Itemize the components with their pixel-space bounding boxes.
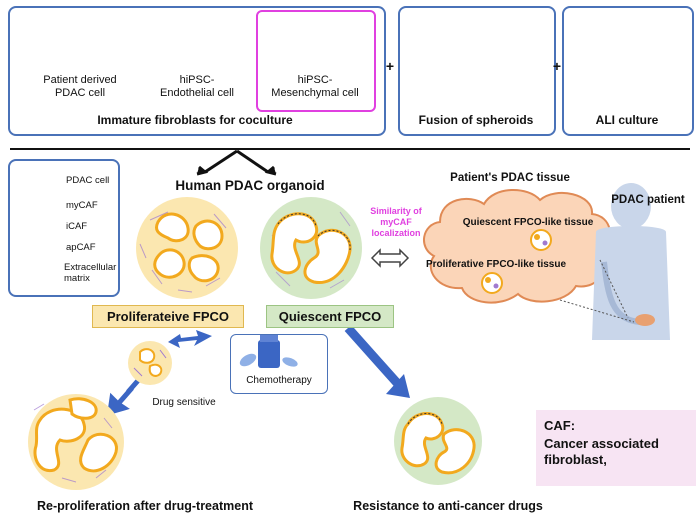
arrow-to-reproliferation (106, 374, 144, 416)
arrow-to-small-organoid (168, 330, 212, 348)
organoid-title: Human PDAC organoid (175, 178, 325, 193)
fusion-box (398, 6, 556, 136)
patient-cell-label: Patient derived PDAC cell (43, 74, 117, 99)
ali-caption: ALI culture (595, 113, 659, 127)
similarity-label: Similarity of myCAF localization (370, 206, 422, 238)
mesenchymal-cell-label: hiPSC- Mesenchymal cell (271, 74, 359, 99)
chemotherapy-icon (239, 334, 298, 368)
tissue-cloud (423, 188, 611, 304)
legend-icaf: iCAF (66, 221, 88, 232)
quiescent-fpco-label: Quiescent FPCO (266, 305, 394, 328)
patient-silhouette (559, 183, 670, 340)
caf-title: CAF: (544, 418, 576, 433)
resistant-organoid (394, 397, 482, 485)
quiescent-tissue-label: Quiescent FPCO-like tissue (462, 217, 594, 228)
patient-label: PDAC patient (611, 194, 685, 206)
resistance-caption: Resistance to anti-cancer drugs (353, 499, 543, 513)
proliferative-tissue-label: Proliferative FPCO-like tissue (425, 259, 567, 270)
plus-sign-2: + (552, 58, 562, 74)
ali-box (562, 6, 694, 136)
proliferative-fpco-label: Proliferateive FPCO (92, 305, 244, 328)
coculture-caption: Immature fibroblasts for coculture (97, 113, 293, 127)
fusion-caption: Fusion of spheroids (418, 113, 534, 127)
small-organoid (128, 341, 172, 385)
coculture-box (8, 6, 386, 136)
caf-definition-box: CAF: Cancer associated fibroblast, (536, 410, 696, 486)
proliferative-organoid (136, 197, 238, 299)
tissue-title: Patient's PDAC tissue (450, 172, 570, 184)
quiescent-organoid (260, 197, 362, 299)
drug-sensitive-label: Drug sensitive (152, 397, 216, 408)
caf-definition: Cancer associated fibroblast, (544, 436, 659, 467)
legend-mycaf: myCAF (66, 200, 98, 211)
mesenchymal-highlight (256, 10, 376, 112)
chemotherapy-label: Chemotherapy (246, 375, 312, 386)
similarity-double-arrow (370, 248, 410, 268)
reproliferated-organoid (28, 394, 124, 490)
chemotherapy-box (230, 334, 328, 394)
reproliferation-caption: Re-proliferation after drug-treatment (37, 499, 253, 513)
legend-apcaf: apCAF (66, 242, 96, 253)
split-arrows (196, 149, 277, 176)
endothelial-cell-label: hiPSC- Endothelial cell (160, 74, 234, 99)
arrow-to-resistance (344, 325, 410, 398)
legend-ecm: Extracellular matrix (64, 262, 117, 284)
legend-pdac-cell: PDAC cell (66, 175, 110, 186)
plus-sign-1: + (385, 58, 395, 74)
legend-box (8, 159, 120, 297)
